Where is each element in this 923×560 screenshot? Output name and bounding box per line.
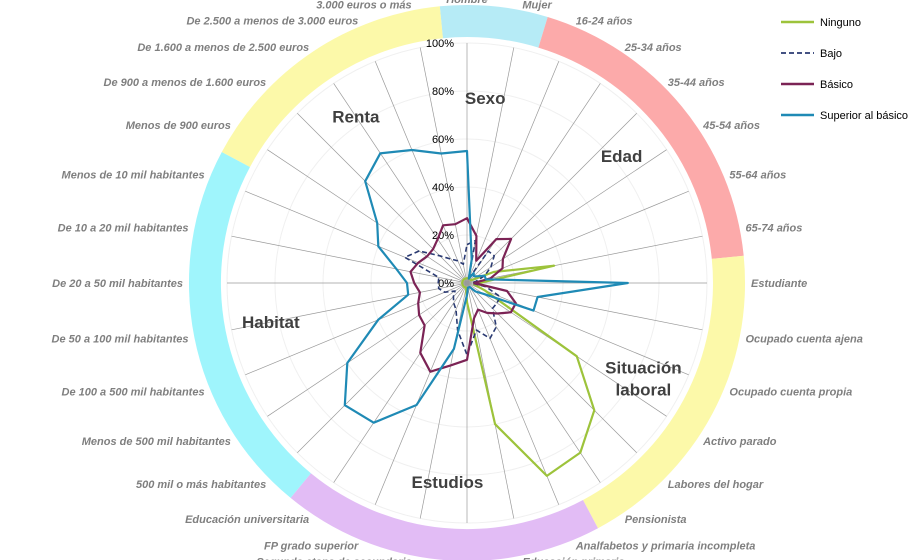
tick-label: 20% xyxy=(432,230,454,242)
spoke-line xyxy=(374,61,468,284)
category-label: Analfabetos y primaria incompleta xyxy=(575,540,756,552)
tick-label: 60% xyxy=(432,134,454,146)
spoke-line xyxy=(333,83,468,284)
category-label: Activo parado xyxy=(702,436,777,448)
series-line xyxy=(343,148,629,424)
series-line xyxy=(461,264,596,477)
category-label: De 100 a 500 mil habitantes xyxy=(62,387,205,399)
category-label: Ocupado cuenta ajena xyxy=(746,333,863,345)
category-label: De 900 a menos de 1.600 euros xyxy=(104,77,267,89)
group-ring-segment xyxy=(439,4,548,48)
spoke-line xyxy=(297,113,468,284)
group-ring-segment xyxy=(188,152,311,498)
tick-label: 40% xyxy=(432,182,454,194)
category-label: Labores del hogar xyxy=(668,479,764,491)
spoke-line xyxy=(231,235,468,284)
spoke-line xyxy=(466,61,560,284)
spoke-line xyxy=(231,282,468,331)
group-label: Renta xyxy=(332,108,380,127)
spoke-line xyxy=(466,282,560,505)
category-label: Estudiante xyxy=(751,278,807,290)
tick-label: 0% xyxy=(438,278,454,290)
group-ring-segment xyxy=(290,473,598,560)
spoke-line xyxy=(267,149,468,284)
category-group-ring xyxy=(188,4,746,560)
group-ring-segment xyxy=(583,255,746,529)
category-label: Segunda etapa de secundaria xyxy=(256,557,411,560)
category-label: De 2.500 a menos de 3.000 euros xyxy=(186,16,358,28)
category-label: 55-64 años xyxy=(729,169,786,181)
spoke-line xyxy=(466,190,689,284)
category-label: Mujer xyxy=(522,0,552,12)
group-label: Edad xyxy=(601,147,643,166)
series-line xyxy=(409,217,517,373)
legend-label: Bajo xyxy=(820,48,842,60)
radial-tick-labels: 0% 20% 40% 60% 80% 100% xyxy=(426,38,454,290)
spoke-line xyxy=(466,282,601,483)
tick-label: 80% xyxy=(432,86,454,98)
spoke-line xyxy=(333,282,468,483)
category-label: De 20 a 50 mil habitantes xyxy=(52,278,183,290)
group-ring-segment xyxy=(221,6,443,167)
category-label: 3.000 euros o más xyxy=(316,0,411,12)
group-ring-segment xyxy=(538,17,744,259)
category-label: 65-74 años xyxy=(746,223,803,235)
category-label: 35-44 años xyxy=(668,77,725,89)
spoke-line xyxy=(374,282,468,505)
category-label: Menos de 900 euros xyxy=(126,120,231,132)
series-line xyxy=(404,239,502,356)
category-label: Hombre xyxy=(446,0,488,6)
group-label: Sexo xyxy=(465,89,506,108)
spoke-line xyxy=(466,149,667,284)
group-label: Estudios xyxy=(412,473,484,492)
category-label: Educación universitaria xyxy=(185,514,309,526)
category-label: 16-24 años xyxy=(576,16,633,28)
legend-label: Básico xyxy=(820,79,853,91)
spoke-line xyxy=(419,47,468,284)
spoke-line xyxy=(466,282,637,453)
category-label: Educación primaria xyxy=(522,557,624,560)
category-label: De 1.600 a menos de 2.500 euros xyxy=(137,42,309,54)
spoke-line xyxy=(466,282,689,376)
category-label: De 10 a 20 mil habitantes xyxy=(58,223,189,235)
spoke-line xyxy=(466,235,703,284)
spoke-line xyxy=(466,83,601,284)
spoke-line xyxy=(267,282,468,417)
tick-label: 100% xyxy=(426,38,454,50)
category-label: 25-34 años xyxy=(624,42,682,54)
category-label: Ocupado cuenta propia xyxy=(729,387,852,399)
spoke-line xyxy=(419,282,468,519)
category-labels: Hombre Mujer 16-24 años 25-34 años 35-44 año… xyxy=(52,0,863,560)
spoke-line xyxy=(245,282,468,376)
radar-grid xyxy=(226,42,708,524)
spoke-line xyxy=(245,190,468,284)
radar-series xyxy=(343,148,629,477)
category-label: 500 mil o más habitantes xyxy=(136,479,266,491)
category-label: De 50 a 100 mil habitantes xyxy=(52,333,189,345)
category-label: 45-54 años xyxy=(702,120,760,132)
spoke-line xyxy=(466,113,637,284)
legend-label: Superior al básico xyxy=(820,110,908,122)
spoke-line xyxy=(297,282,468,453)
category-label: Menos de 500 mil habitantes xyxy=(82,436,231,448)
category-label: Pensionista xyxy=(625,514,687,526)
group-label: Habitat xyxy=(242,313,300,332)
category-label: FP grado superior xyxy=(264,540,359,552)
category-label: Menos de 10 mil habitantes xyxy=(62,169,205,181)
legend-label: Ninguno xyxy=(820,17,861,29)
